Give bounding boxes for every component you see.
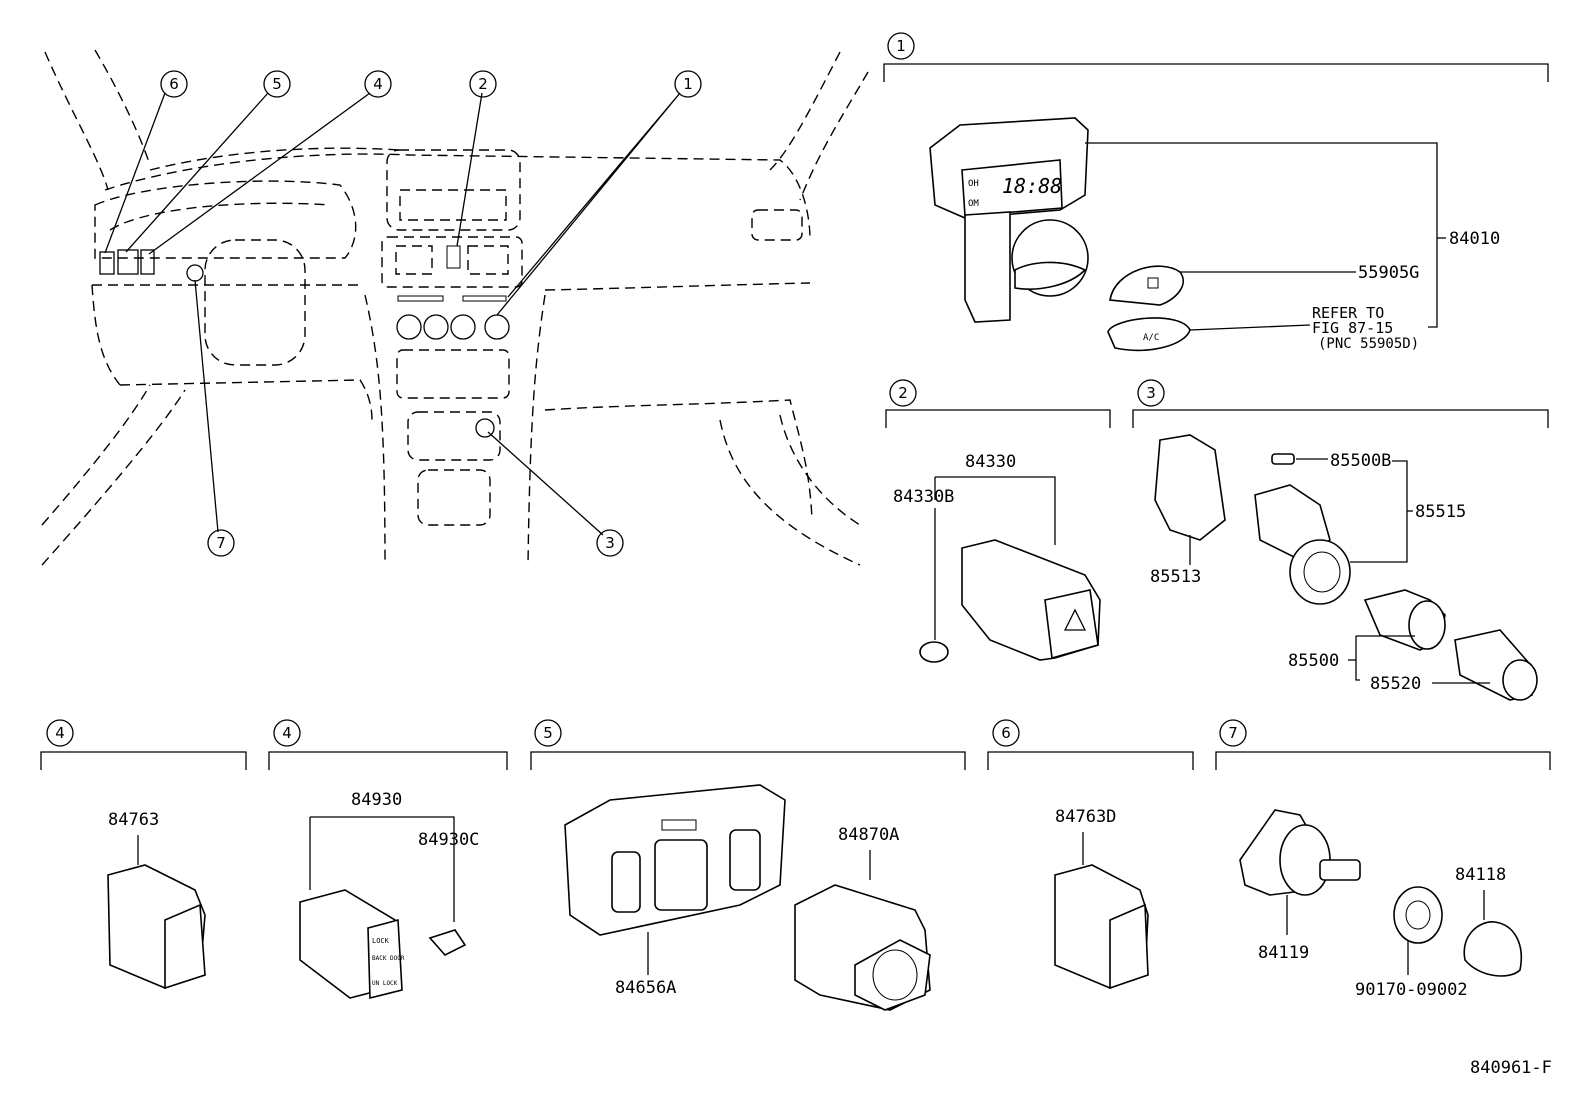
- svg-text:6: 6: [169, 75, 179, 93]
- group-3-cigarette-lighter: 3 85513 85500B 85515 85500 85520: [1132, 379, 1549, 701]
- svg-text:4: 4: [282, 724, 292, 742]
- part-84330B: 84330B: [893, 487, 954, 507]
- group-7-ignition-switch: 7 84119 90170-09002 84118: [1215, 719, 1551, 1000]
- callout-4: 4: [364, 70, 392, 98]
- callout-1: 1: [674, 70, 702, 98]
- back-door-label: BACK DOOR: [372, 955, 405, 962]
- svg-text:3: 3: [1146, 384, 1156, 402]
- group-2-hazard-switch: 2 84330 84330B: [885, 379, 1111, 663]
- part-84870A: 84870A: [838, 825, 899, 845]
- callout-5: 5: [263, 70, 291, 98]
- refer-note-line1: REFER TO: [1312, 304, 1384, 322]
- callout-3: 3: [596, 529, 624, 557]
- callout-7: 7: [207, 529, 235, 557]
- part-85520: 85520: [1370, 674, 1421, 694]
- part-84010: 84010: [1449, 229, 1500, 249]
- dashboard-overview: [41, 49, 869, 566]
- callout-6: 6: [160, 70, 188, 98]
- part-85500: 85500: [1288, 651, 1339, 671]
- svg-text:7: 7: [216, 534, 226, 552]
- group-6-blank-cover: 6 84763D: [987, 719, 1194, 990]
- svg-text:4: 4: [55, 724, 65, 742]
- clock-display: 18:88: [1002, 174, 1062, 198]
- part-84763: 84763: [108, 810, 159, 830]
- part-85513: 85513: [1150, 567, 1201, 587]
- group-4-door-lock-switch: 4 84930 84930C LOCK BACK DOOR UN LOCK: [268, 719, 508, 1000]
- part-84930C: 84930C: [418, 830, 479, 850]
- refer-note-line3: (PNC 55905D): [1318, 336, 1419, 352]
- unlock-label: UN LOCK: [372, 980, 398, 987]
- svg-text:1: 1: [896, 37, 906, 55]
- part-85515: 85515: [1415, 502, 1466, 522]
- svg-text:5: 5: [272, 75, 282, 93]
- svg-text:2: 2: [898, 384, 908, 402]
- svg-text:1: 1: [683, 75, 693, 93]
- svg-text:3: 3: [605, 534, 615, 552]
- part-84763D: 84763D: [1055, 807, 1116, 827]
- part-84119: 84119: [1258, 943, 1309, 963]
- svg-text:4: 4: [373, 75, 383, 93]
- group-1-clock-assembly: 1 18:88 OH OM 84010 55905G A/C REFER TO …: [883, 32, 1549, 352]
- svg-text:6: 6: [1001, 724, 1011, 742]
- svg-text:OH: OH: [968, 179, 979, 189]
- figure-code: 840961-F: [1470, 1058, 1552, 1078]
- part-84330: 84330: [965, 452, 1016, 472]
- part-84930: 84930: [351, 790, 402, 810]
- svg-text:OM: OM: [968, 199, 979, 209]
- ac-label: A/C: [1143, 333, 1159, 343]
- part-90170-09002: 90170-09002: [1355, 980, 1468, 1000]
- svg-text:5: 5: [543, 724, 553, 742]
- part-55905G: 55905G: [1358, 263, 1419, 283]
- group-5-switch-panel: 5 84656A 84870A: [530, 719, 966, 1011]
- dashboard-callouts: 6 5 4 2 1 3 7: [160, 70, 702, 557]
- part-84118: 84118: [1455, 865, 1506, 885]
- group-4-blank-cover: 4 84763: [40, 719, 247, 990]
- svg-text:7: 7: [1228, 724, 1238, 742]
- part-85500B: 85500B: [1330, 451, 1391, 471]
- callout-2: 2: [469, 70, 497, 98]
- part-84656A: 84656A: [615, 978, 676, 998]
- svg-text:2: 2: [478, 75, 488, 93]
- lock-label: LOCK: [372, 937, 390, 945]
- refer-note-line2: FIG 87-15: [1312, 319, 1393, 337]
